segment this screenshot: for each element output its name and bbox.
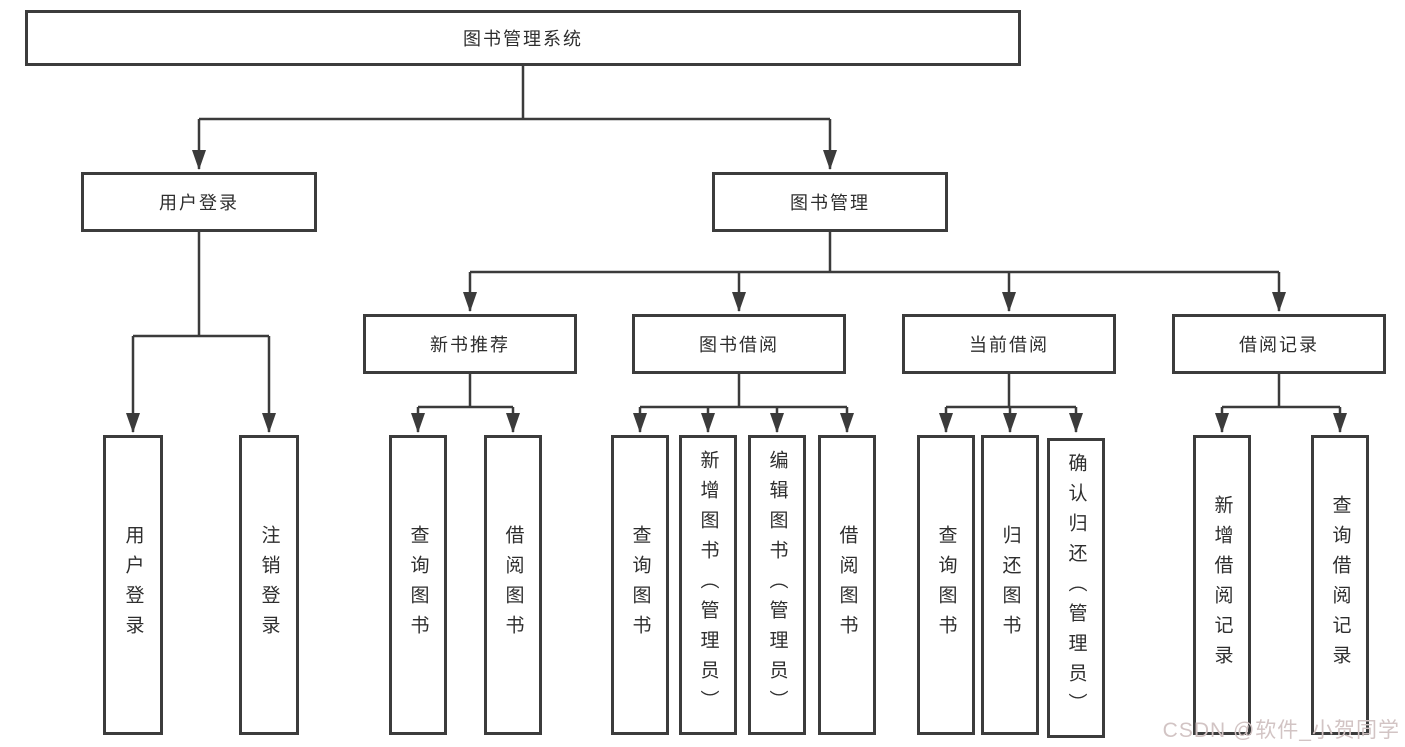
- node-leaf-bb-borrow-label: 借阅图书: [836, 525, 858, 645]
- node-leaf-nb-borrow-label: 借阅图书: [502, 525, 524, 645]
- connector-current-borrow-split: [939, 373, 1083, 433]
- connector-user-login-split: [126, 231, 276, 433]
- node-leaf-br-query: 查询借阅记录: [1311, 435, 1369, 735]
- node-root-label: 图书管理系统: [463, 29, 583, 49]
- node-leaf-logout-label: 注销登录: [258, 525, 280, 645]
- node-current-borrow: 当前借阅: [902, 314, 1116, 374]
- node-leaf-cb-query-label: 查询图书: [935, 525, 957, 645]
- node-user-login-branch: 用户登录: [81, 172, 317, 232]
- node-leaf-bb-borrow: 借阅图书: [818, 435, 876, 735]
- node-leaf-bb-query-label: 查询图书: [629, 525, 651, 645]
- connector-root-split: [192, 66, 837, 170]
- node-leaf-bb-edit-label: 编辑图书（管理员）: [766, 450, 788, 720]
- connector-new-book-split: [411, 373, 520, 433]
- node-leaf-bb-query: 查询图书: [611, 435, 669, 735]
- node-borrow-record: 借阅记录: [1172, 314, 1386, 374]
- node-leaf-nb-query: 查询图书: [389, 435, 447, 735]
- node-leaf-nb-query-label: 查询图书: [407, 525, 429, 645]
- node-leaf-cb-confirm-label: 确认归还（管理员）: [1065, 453, 1087, 723]
- node-root: 图书管理系统: [25, 10, 1021, 66]
- node-current-borrow-label: 当前借阅: [969, 335, 1049, 355]
- node-leaf-bb-add-label: 新增图书（管理员）: [697, 450, 719, 720]
- node-leaf-nb-borrow: 借阅图书: [484, 435, 542, 735]
- node-leaf-user-login: 用户登录: [103, 435, 163, 735]
- node-new-book-rec: 新书推荐: [363, 314, 577, 374]
- node-leaf-cb-return: 归还图书: [981, 435, 1039, 735]
- node-user-login-branch-label: 用户登录: [159, 193, 239, 213]
- connector-book-borrow-split: [633, 373, 854, 433]
- node-leaf-bb-add: 新增图书（管理员）: [679, 435, 737, 735]
- node-leaf-cb-confirm: 确认归还（管理员）: [1047, 438, 1105, 738]
- node-leaf-cb-return-label: 归还图书: [999, 525, 1021, 645]
- node-leaf-br-add-label: 新增借阅记录: [1211, 495, 1233, 675]
- node-book-borrow-label: 图书借阅: [699, 335, 779, 355]
- node-leaf-user-login-label: 用户登录: [122, 525, 144, 645]
- node-leaf-br-query-label: 查询借阅记录: [1329, 495, 1351, 675]
- node-leaf-cb-query: 查询图书: [917, 435, 975, 735]
- node-book-mgmt-branch-label: 图书管理: [790, 193, 870, 213]
- csdn-watermark: CSDN @软件_小贺同学: [1162, 719, 1400, 742]
- connector-book-mgmt-split: [463, 231, 1286, 312]
- node-leaf-logout: 注销登录: [239, 435, 299, 735]
- node-book-mgmt-branch: 图书管理: [712, 172, 948, 232]
- node-book-borrow: 图书借阅: [632, 314, 846, 374]
- node-leaf-bb-edit: 编辑图书（管理员）: [748, 435, 806, 735]
- node-new-book-rec-label: 新书推荐: [430, 335, 510, 355]
- node-leaf-br-add: 新增借阅记录: [1193, 435, 1251, 735]
- node-borrow-record-label: 借阅记录: [1239, 335, 1319, 355]
- connector-borrow-record-split: [1215, 373, 1347, 433]
